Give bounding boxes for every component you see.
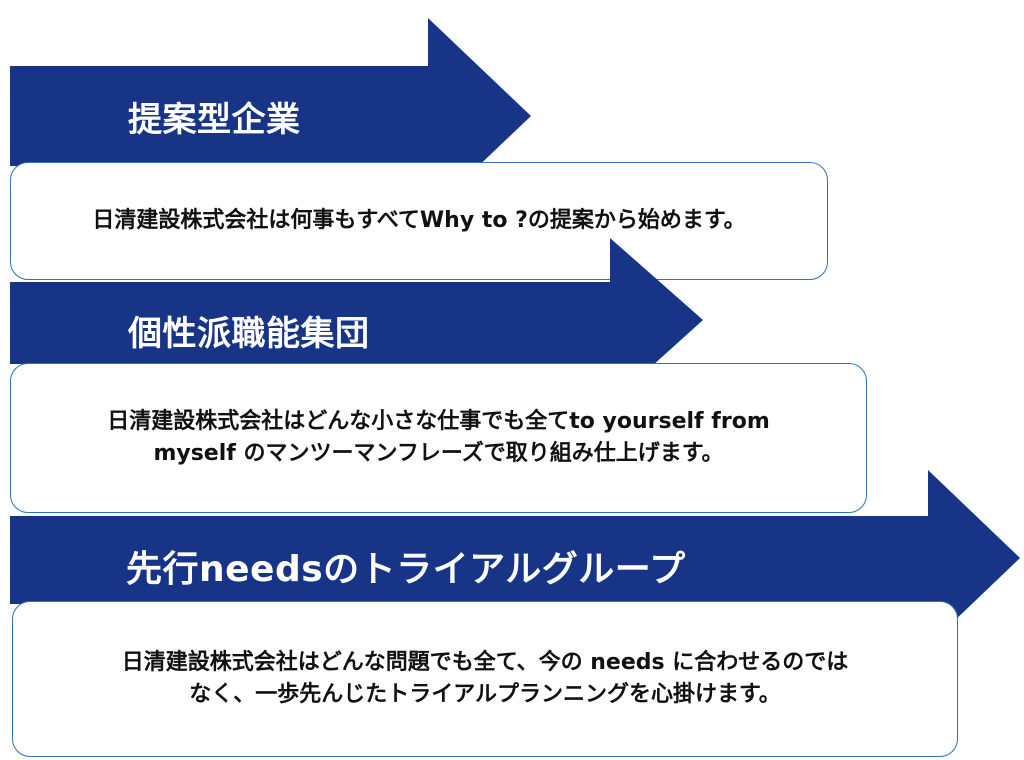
section-1-title: 提案型企業	[128, 100, 301, 140]
section-2-description: 日清建設株式会社はどんな小さな仕事でも全てto yourself from my…	[107, 409, 770, 466]
section-2-description-box: 日清建設株式会社はどんな小さな仕事でも全てto yourself from my…	[10, 363, 867, 513]
section-3-title: 先行needsのトライアルグループ	[126, 549, 686, 590]
section-3-description: 日清建設株式会社はどんな問題でも全て、今の needs に合わせるのでは なく、…	[121, 650, 849, 707]
section-1-description: 日清建設株式会社は何事もすべてWhy to ?の提案から始めます。	[92, 208, 746, 234]
section-2-title: 個性派職能集団	[128, 314, 370, 354]
section-3-description-box: 日清建設株式会社はどんな問題でも全て、今の needs に合わせるのでは なく、…	[12, 601, 958, 757]
section-1-description-box: 日清建設株式会社は何事もすべてWhy to ?の提案から始めます。	[10, 162, 828, 280]
